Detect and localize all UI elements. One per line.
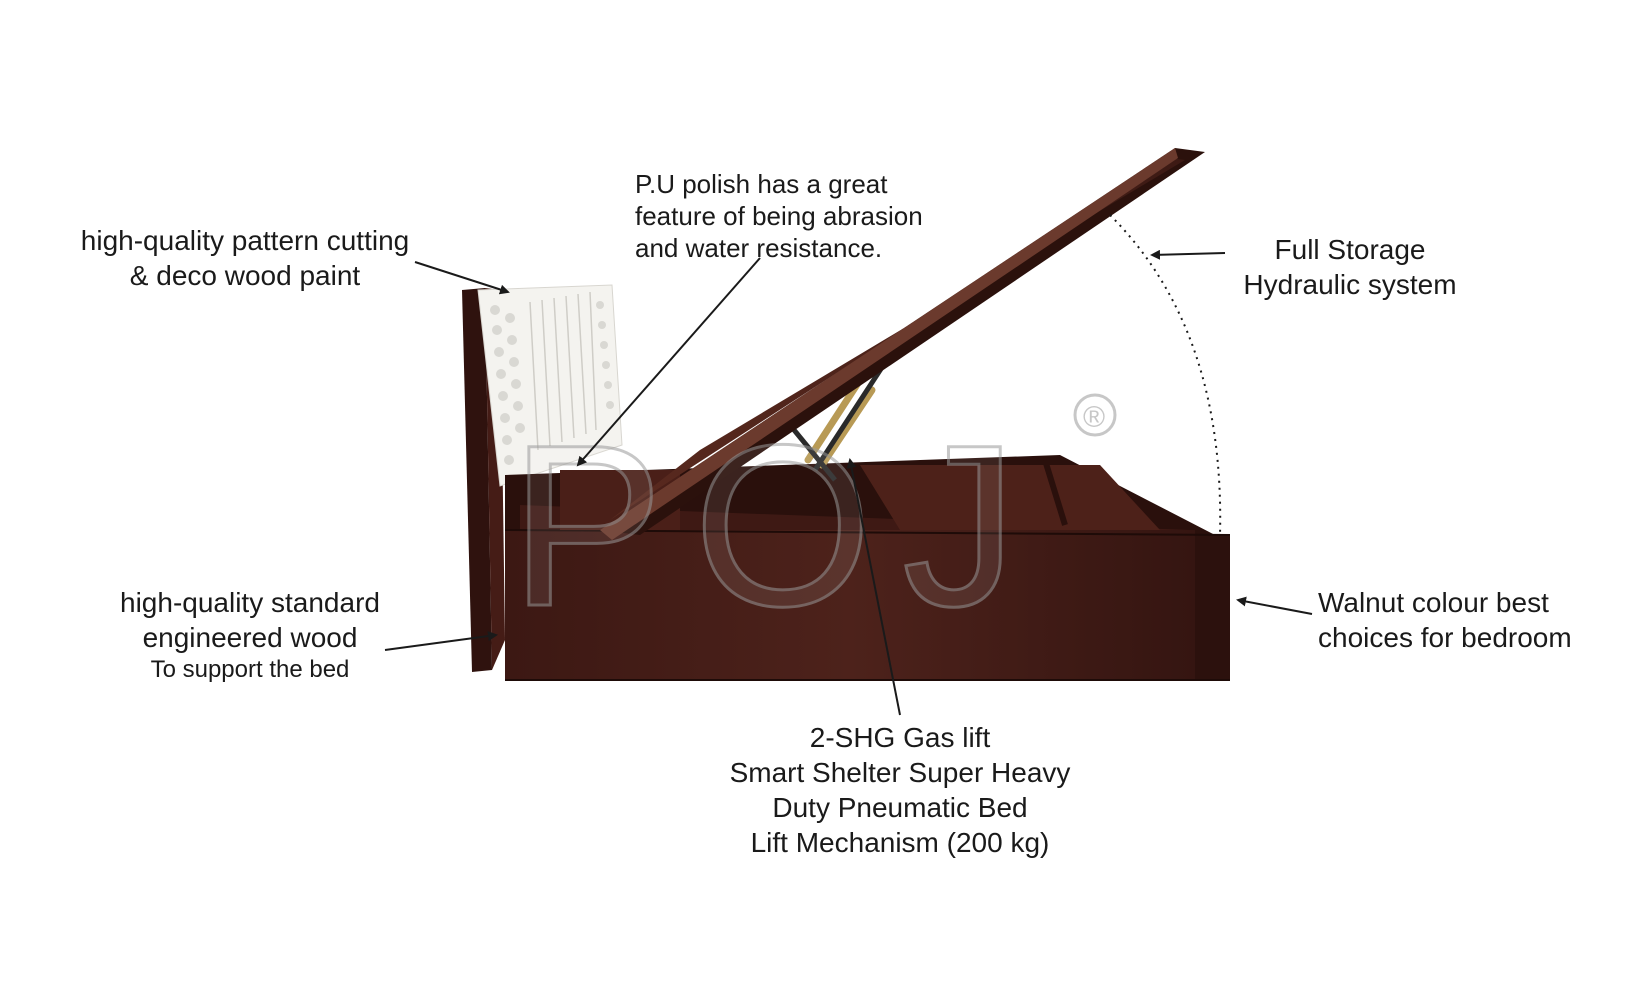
registered-mark: ®	[1083, 401, 1105, 434]
annotation-line: P.U polish has a great	[635, 169, 888, 199]
annotation-line: Smart Shelter Super Heavy	[729, 757, 1071, 788]
headboard	[462, 284, 623, 672]
annotation-line: Lift Mechanism (200 kg)	[750, 827, 1050, 858]
annotation-line: To support the bed	[150, 656, 350, 683]
annotation-line: Walnut colour best	[1318, 587, 1549, 618]
poj-watermark: POJ ®	[509, 393, 1117, 656]
headboard-pattern-panel	[477, 284, 623, 487]
watermark-text: POJ	[510, 397, 1047, 654]
arrow-storage	[1150, 249, 1226, 260]
annotation-line: high-quality pattern cutting	[80, 225, 410, 256]
pattern-holes	[490, 301, 614, 465]
annotation-line: 2-SHG Gas lift	[809, 722, 991, 753]
gas-lift-struts	[804, 376, 876, 469]
annotation-engineered-wood: high-quality standard engineered wood To…	[95, 585, 405, 685]
arrow-pattern	[414, 261, 510, 295]
arrow-wood	[384, 631, 498, 651]
annotation-walnut-colour: Walnut colour best choices for bedroom	[1318, 585, 1572, 655]
annotation-pattern-cutting: high-quality pattern cutting & deco wood…	[55, 223, 435, 293]
lift-arc	[1109, 214, 1222, 536]
lifted-platform	[600, 148, 1205, 540]
arrow-polish	[576, 257, 761, 467]
arrow-walnut	[1236, 596, 1313, 615]
bed-base	[504, 455, 1231, 681]
annotation-line: feature of being abrasion	[635, 201, 923, 231]
annotation-line: Hydraulic system	[1243, 269, 1457, 300]
annotation-line: Duty Pneumatic Bed	[772, 792, 1028, 823]
arrow-gaslift	[846, 458, 901, 716]
annotation-line: high-quality standard	[120, 587, 380, 618]
annotation-full-storage: Full Storage Hydraulic system	[1220, 232, 1480, 302]
annotation-line: Full Storage	[1274, 234, 1426, 265]
annotation-line: choices for bedroom	[1318, 622, 1572, 653]
annotation-gas-lift: 2-SHG Gas lift Smart Shelter Super Heavy…	[700, 720, 1100, 860]
annotation-line: and water resistance.	[635, 233, 883, 263]
annotation-line: & deco wood paint	[129, 260, 361, 291]
callout-arrows	[384, 249, 1313, 716]
annotation-line: engineered wood	[142, 622, 358, 653]
annotation-pu-polish: P.U polish has a great feature of being …	[635, 168, 923, 264]
